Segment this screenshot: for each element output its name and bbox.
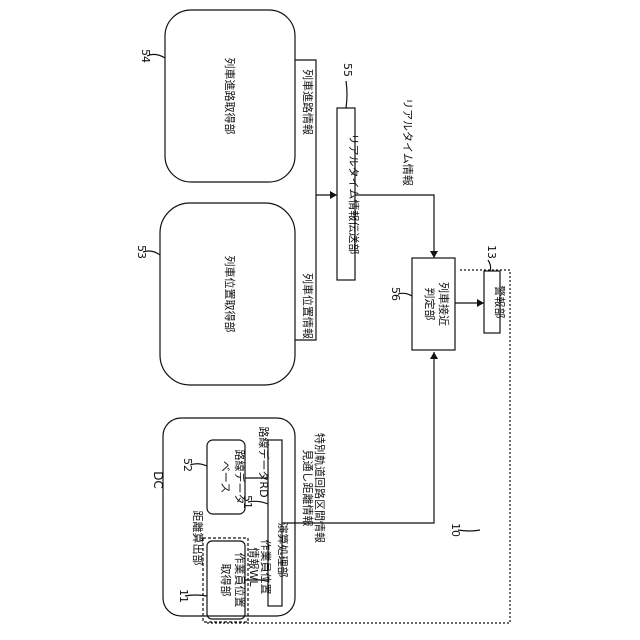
visibility-info-label-2: 特別軌道回路区間情報 — [313, 433, 327, 543]
ref-53: 53 — [135, 245, 148, 259]
route-data-label: 路線データRD — [257, 426, 271, 497]
ref-51: 51 — [241, 495, 254, 509]
ref-10: 10 — [449, 523, 462, 537]
arrow-into-55 — [330, 191, 337, 199]
calc-processing-label: 演算処理部 — [276, 523, 290, 578]
position-info-label: 列車位置情報 — [301, 273, 315, 339]
worker-pos-label-2: 情報WL — [247, 547, 260, 587]
distance-calc-label: 距離算出部 — [191, 511, 205, 566]
ref-54: 54 — [139, 49, 152, 63]
route-info-label: 列車進路情報 — [301, 69, 315, 135]
worker-acq-label-1: 作業員位置 — [233, 553, 247, 608]
leader-55 — [346, 81, 347, 108]
worker-pos-label-1: 作業員位置 — [259, 540, 273, 595]
realtime-info-line — [355, 195, 434, 258]
approach-judgment-label-2: 判定部 — [423, 288, 437, 321]
ref-55: 55 — [341, 63, 354, 77]
arrow-into-56-top — [430, 251, 438, 258]
approach-judgment-label-1: 列車接近 — [437, 282, 451, 326]
leader-13 — [488, 260, 491, 271]
realtime-info-label: リアルタイム情報 — [401, 98, 414, 186]
ref-11: 11 — [177, 589, 190, 603]
realtime-transmission-label: リアルタイム情報伝送部 — [347, 134, 361, 255]
arrow-into-56-bottom — [430, 352, 438, 359]
position-acquisition-label: 列車位置取得部 — [223, 256, 237, 333]
ref-52: 52 — [181, 458, 194, 472]
alarm-label: 警報部 — [493, 286, 507, 319]
route-db-label-2: ベース — [219, 461, 232, 493]
dc-label: DC — [151, 471, 165, 489]
visibility-info-label-1: 見通し距離情報 — [301, 450, 315, 527]
route-acquisition-label: 列車進路取得部 — [223, 58, 237, 135]
worker-acq-label-2: 取得部 — [219, 564, 233, 597]
ref-56: 56 — [389, 287, 402, 301]
arrow-into-alarm — [477, 299, 484, 307]
ref-13: 13 — [485, 245, 498, 259]
